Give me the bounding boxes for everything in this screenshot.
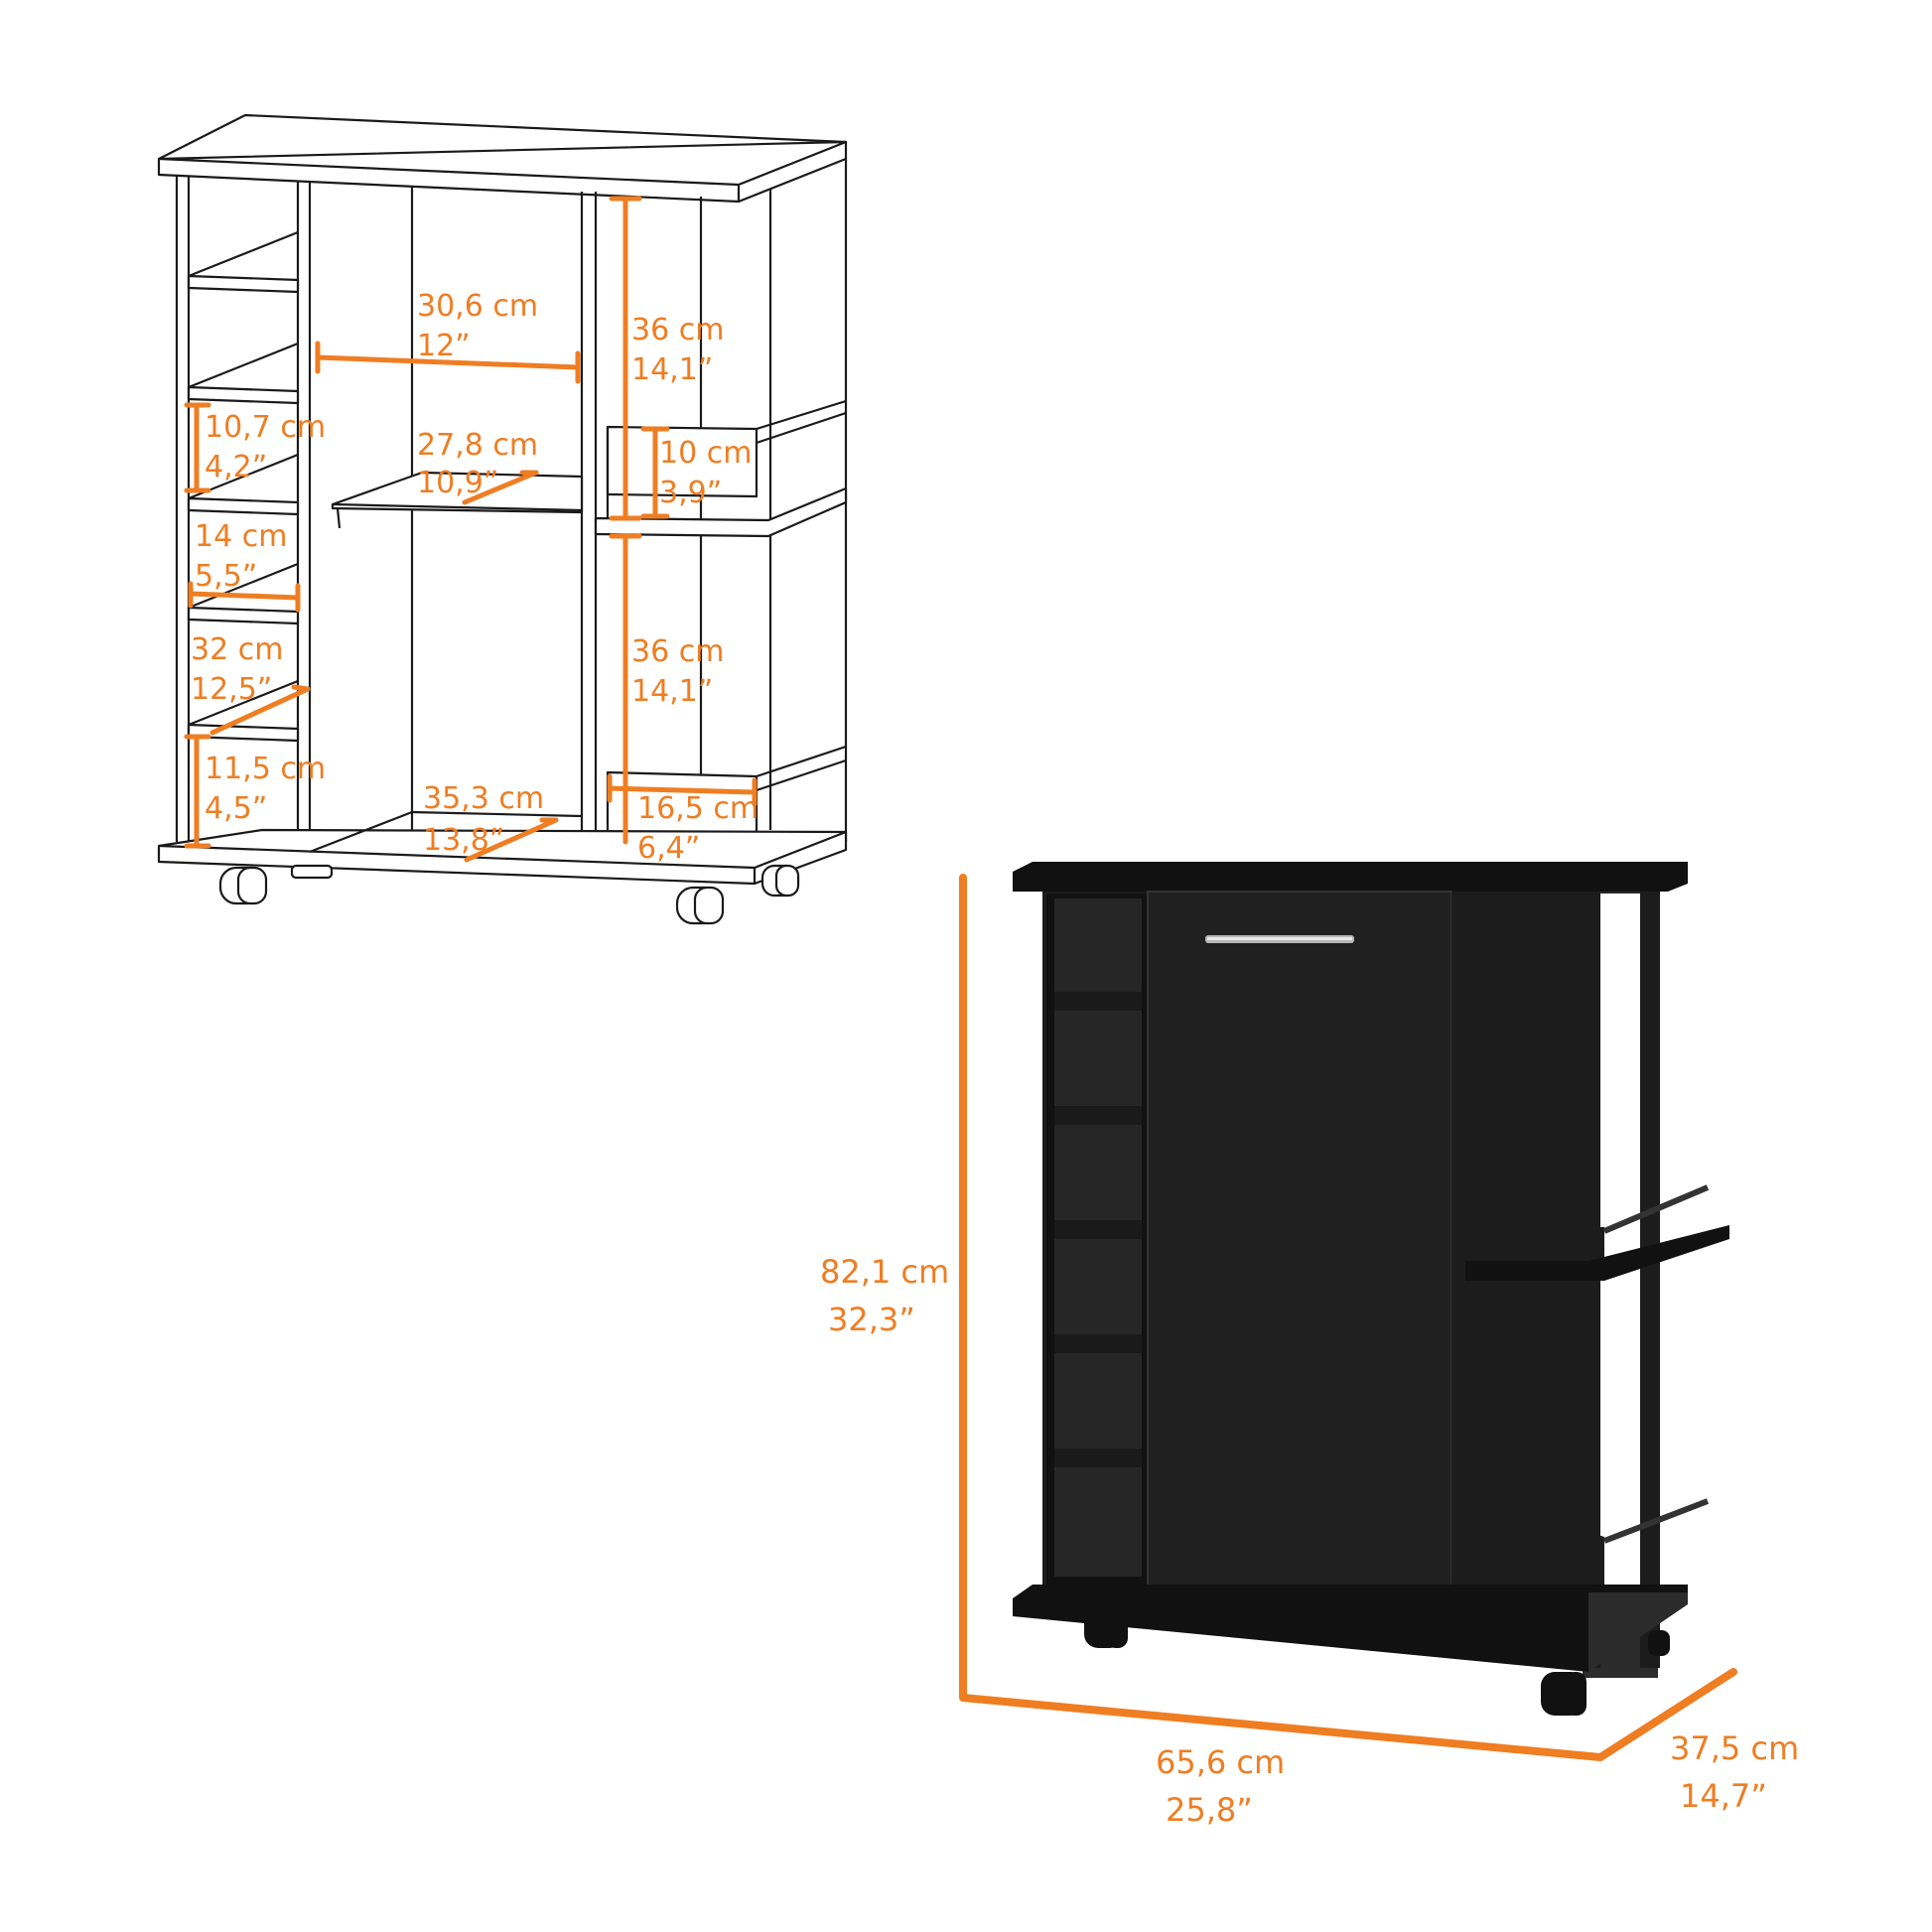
left-cubby-depth-cm: 32 cm: [191, 632, 283, 667]
bottom-depth-cm: 35,3 cm: [423, 781, 544, 816]
left-cubby-depth-in: 12,5”: [191, 672, 272, 707]
left-cubby-height-in: 4,2”: [205, 450, 267, 484]
lower-right-height-in: 14,1”: [631, 674, 713, 709]
rail-height-cm: 10 cm: [659, 436, 752, 471]
rail-width-cm: 16,5 cm: [637, 791, 759, 826]
overall-width-cm: 65,6 cm: [1156, 1743, 1285, 1781]
shelf-depth-cm: 27,8 cm: [417, 428, 538, 463]
left-cubby-width-cm: 14 cm: [195, 519, 287, 554]
interior-width-cm: 30,6 cm: [417, 289, 538, 324]
overall-depth-in: 14,7”: [1680, 1777, 1767, 1815]
bottom-depth-in: 13,8”: [423, 823, 504, 858]
cabinet-line-drawing: [157, 113, 848, 925]
overall-depth-cm: 37,5 cm: [1670, 1729, 1799, 1767]
lower-right-height-cm: 36 cm: [631, 634, 724, 669]
left-cubby-width-in: 5,5”: [195, 559, 257, 594]
overall-height-cm: 82,1 cm: [820, 1253, 949, 1291]
bottom-cubby-height-in: 4,5”: [205, 791, 267, 826]
bottom-cubby-height-cm: 11,5 cm: [205, 752, 326, 786]
upper-right-height-in: 14,1”: [631, 352, 713, 387]
drawing-dimension-lines: [184, 196, 758, 863]
interior-width-in: 12”: [417, 329, 471, 363]
left-cubby-height-cm: 10,7 cm: [205, 410, 326, 445]
overall-dimension-lines: [959, 874, 1737, 1761]
rail-width-in: 6,4”: [637, 831, 700, 866]
upper-right-height-cm: 36 cm: [631, 313, 724, 347]
overall-dimension-labels: 82,1 cm 32,3” 65,6 cm 25,8” 37,5 cm 14,7…: [820, 1253, 1799, 1829]
black-cabinet-render: [1013, 862, 1729, 1716]
drawing-dimension-labels: 30,6 cm 12” 36 cm 14,1” 10,7 cm 4,2” 27,…: [191, 289, 759, 866]
rail-height-in: 3,9”: [659, 476, 722, 510]
overall-width-in: 25,8”: [1166, 1791, 1253, 1829]
shelf-depth-in: 10,9”: [417, 466, 498, 500]
overall-height-in: 32,3”: [828, 1301, 915, 1338]
